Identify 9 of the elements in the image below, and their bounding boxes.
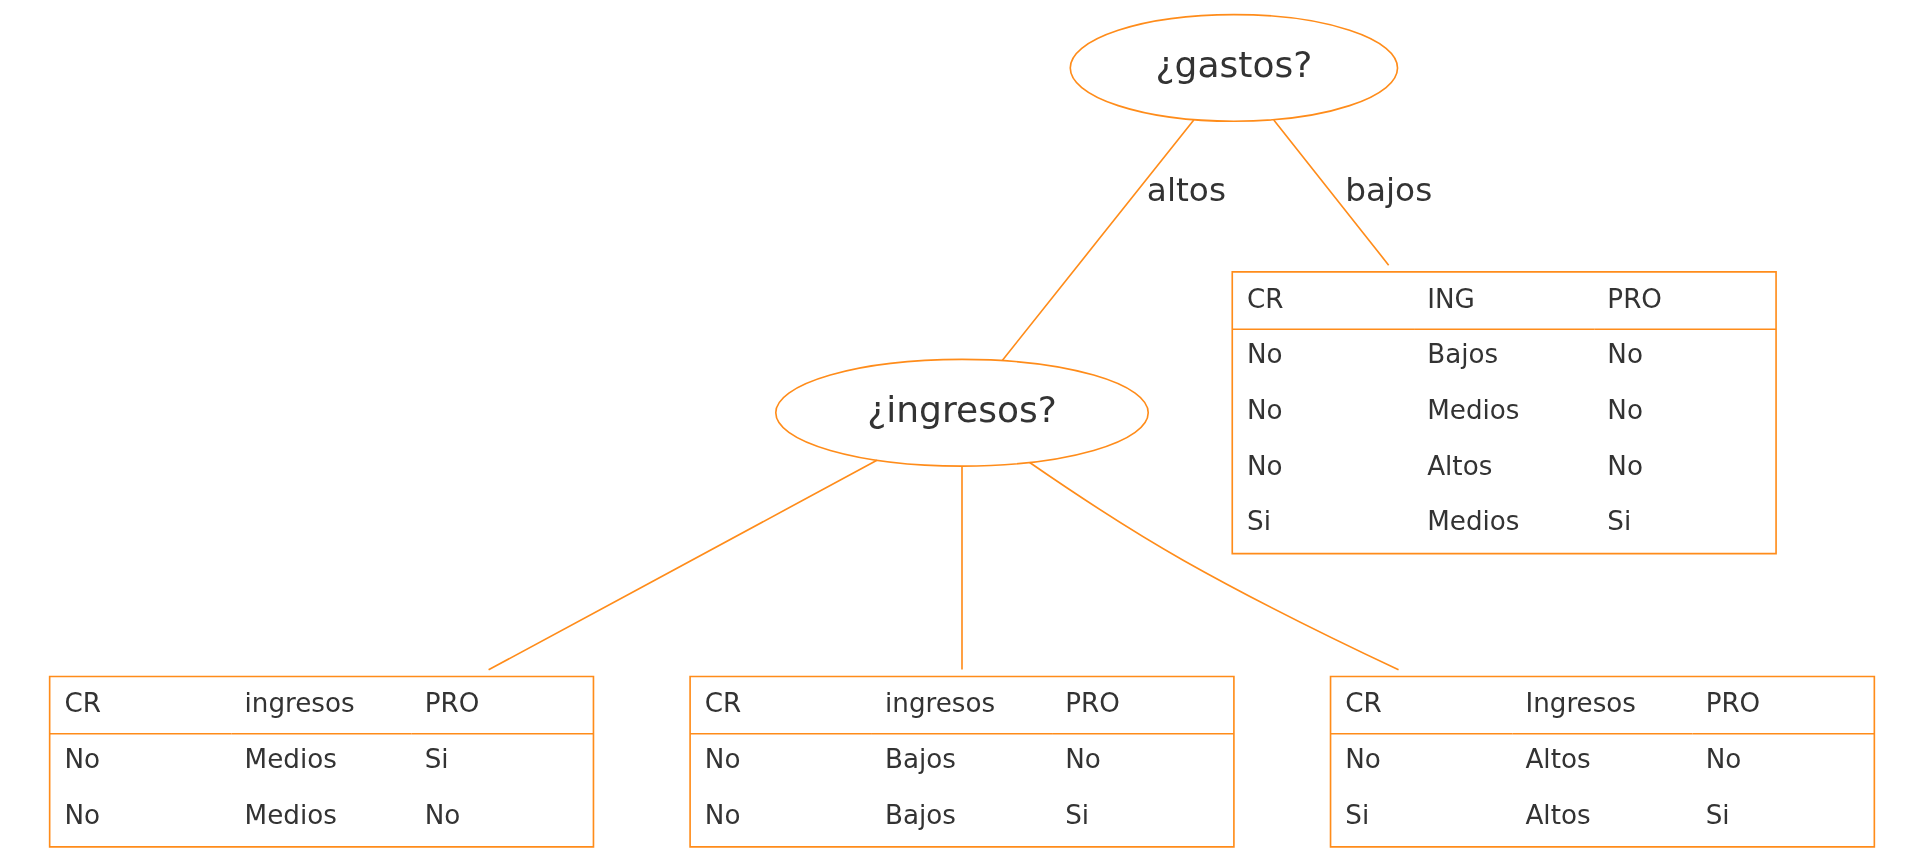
edge-label: altos — [1146, 171, 1226, 210]
connector — [1000, 119, 1195, 362]
connector — [487, 459, 878, 671]
connector — [1272, 119, 1389, 266]
connector — [1028, 461, 1399, 671]
connector — [960, 465, 963, 671]
node-ellipse: ¿gastos? — [1068, 13, 1398, 123]
edge-label: bajos — [1344, 171, 1432, 210]
node-ellipse: ¿ingresos? — [774, 358, 1149, 467]
